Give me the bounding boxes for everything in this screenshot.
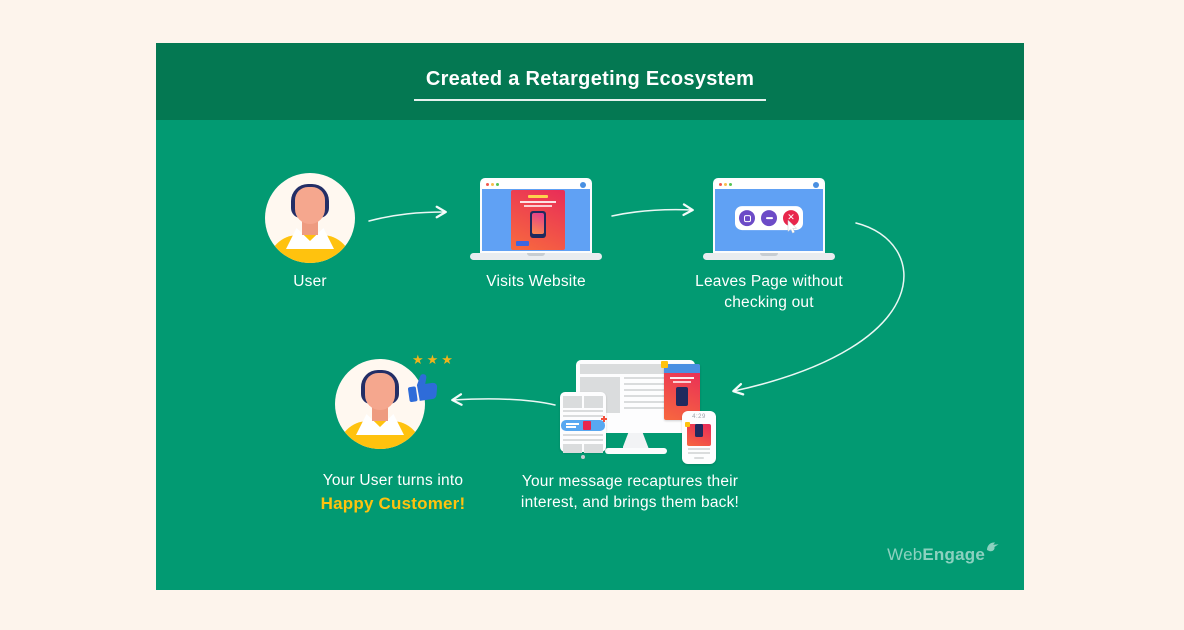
monitor-base — [604, 448, 667, 454]
browser-profile-icon — [813, 181, 819, 188]
ad-header-strip — [664, 364, 700, 373]
step-label-recapture: Your message recaptures their interest, … — [520, 473, 740, 511]
tablet-content-block — [563, 396, 582, 408]
ad-text-line — [673, 381, 691, 383]
browser-content: ✕ — [715, 189, 823, 251]
tablet-content-block — [584, 396, 603, 408]
ad-text-line — [670, 377, 694, 379]
arrow-user-to-website — [368, 205, 447, 222]
phone-home-bar — [694, 457, 704, 459]
ad-phone-screen — [532, 213, 544, 234]
laptop-base — [470, 253, 602, 260]
sparkle-icon — [601, 416, 607, 422]
tablet-text-lines — [563, 410, 603, 418]
webpage-header-block — [580, 364, 691, 374]
laptop-screen — [480, 178, 592, 253]
close-button-icon: ✕ — [783, 210, 799, 227]
browser-chrome-bar — [482, 180, 590, 189]
avatar-face — [365, 373, 395, 410]
ad-phone-image — [530, 211, 546, 238]
happy-customer-line2: Happy Customer! — [320, 494, 466, 513]
minimize-button-icon — [761, 210, 777, 227]
panel-header: Created a Retargeting Ecosystem — [156, 43, 1024, 120]
browser-profile-icon — [580, 181, 586, 188]
logo-text-engage: Engage — [922, 545, 985, 564]
laptop-screen: ✕ — [713, 178, 825, 253]
traffic-light-dots-icon — [719, 183, 732, 186]
retargeting-ecosystem-panel: Created a Retargeting Ecosystem — [156, 43, 1024, 590]
step-label-visits-website: Visits Website — [486, 273, 586, 290]
ad-cta-button — [516, 241, 529, 246]
happy-customer-group: ★★★ — [335, 353, 465, 459]
retargeting-ad-card — [661, 361, 700, 420]
notification-text-line — [566, 426, 576, 428]
title-underline — [414, 99, 766, 101]
avatar-face — [295, 187, 325, 224]
notification-text-line — [566, 423, 579, 425]
smartphone-icon: 4:29 — [682, 411, 716, 464]
cursor-icon — [787, 220, 798, 234]
product-ad-card — [511, 190, 565, 250]
avatar-sweater — [268, 235, 352, 263]
webengage-bird-icon — [987, 542, 999, 552]
logo-text-web: Web — [887, 545, 923, 564]
step-label-leaves-page: Leaves Page without checking out — [695, 273, 843, 311]
step-label-user: User — [293, 273, 327, 290]
webengage-logo: WebEngage — [860, 542, 1000, 565]
ad-phone-image — [695, 424, 703, 437]
phone-text-line — [688, 452, 710, 454]
browser-content — [482, 189, 590, 251]
user-avatar-icon — [265, 173, 355, 263]
tablet-content-block — [584, 444, 603, 453]
tablet-icon — [560, 392, 607, 459]
maximize-button-icon — [739, 210, 755, 227]
window-controls-pill: ✕ — [735, 206, 803, 234]
ad-text-line — [524, 205, 552, 207]
notification-product-icon — [583, 421, 591, 430]
phone-ad-card — [685, 422, 711, 446]
tablet-home-button — [581, 455, 585, 459]
step-label-happy-customer: Your User turns into Happy Customer! — [293, 470, 493, 514]
arrow-website-to-leaves — [611, 203, 694, 217]
ad-headline-line — [528, 195, 548, 198]
avatar-sweater — [338, 421, 422, 449]
laptop-visits-website-icon — [470, 178, 602, 260]
tablet-text-lines — [563, 434, 603, 442]
phone-clock: 4:29 — [692, 414, 706, 420]
traffic-light-dots-icon — [486, 183, 499, 186]
ad-corner-tag — [685, 422, 690, 427]
browser-chrome-bar — [715, 180, 823, 189]
rating-stars-icon: ★★★ — [412, 353, 456, 368]
ad-text-line — [520, 201, 556, 203]
happy-customer-line1: Your User turns into — [322, 472, 464, 489]
ad-phone-image — [676, 387, 688, 406]
laptop-base — [703, 253, 835, 260]
phone-text-line — [688, 448, 710, 450]
arrow-message-to-happy — [451, 393, 556, 406]
laptop-leaves-page-icon: ✕ — [703, 178, 835, 260]
thumbs-up-icon — [408, 374, 438, 402]
tablet-content-block — [563, 444, 582, 453]
page-title: Created a Retargeting Ecosystem — [425, 68, 755, 90]
ad-corner-tag — [661, 361, 668, 368]
push-notification-banner — [561, 416, 607, 431]
happy-customer-avatar-icon — [335, 359, 425, 449]
monitor-stand — [622, 433, 649, 448]
